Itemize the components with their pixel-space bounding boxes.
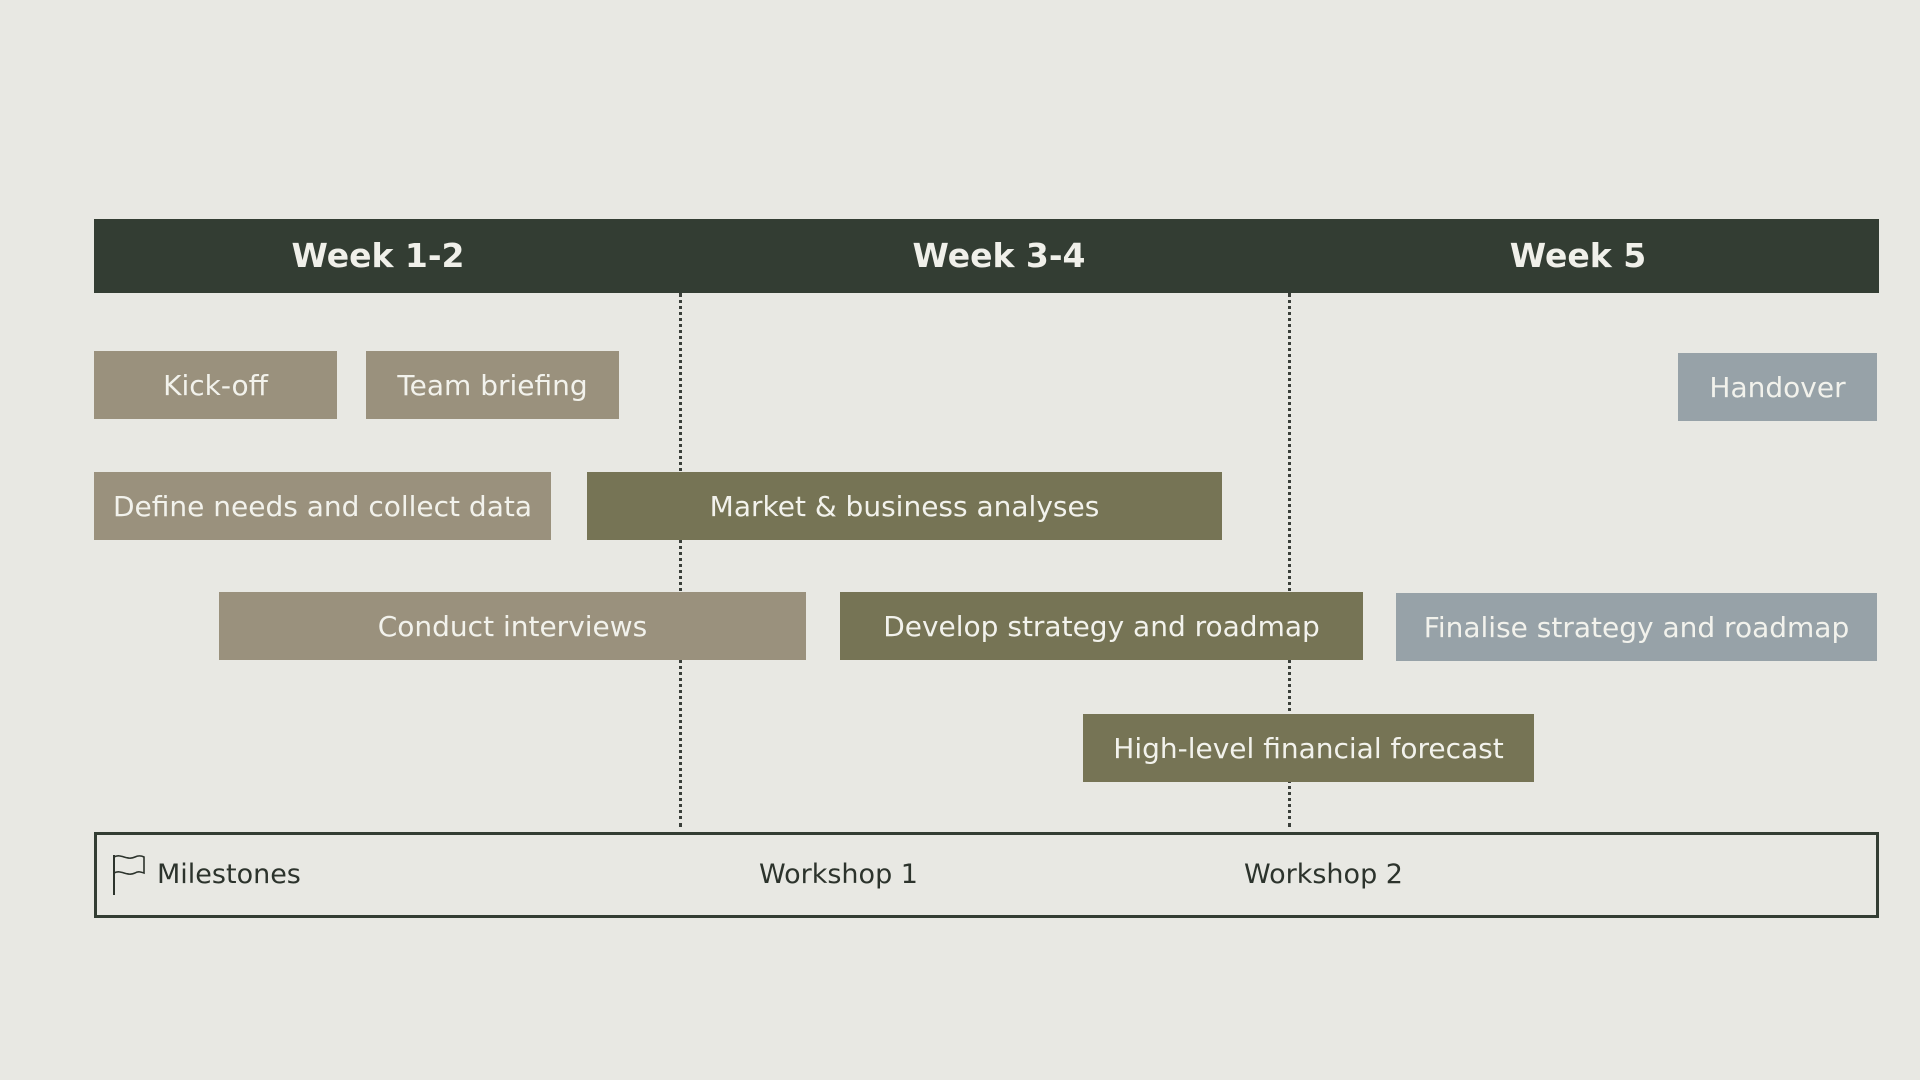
task-label: Conduct interviews: [377, 609, 648, 643]
flag-icon: [113, 855, 145, 895]
task-financial-forecast: High-level financial forecast: [1083, 714, 1534, 782]
milestones-bar: Milestones Workshop 1 Workshop 2: [94, 832, 1879, 918]
task-kickoff: Kick-off: [94, 351, 337, 419]
task-develop-strategy: Develop strategy and roadmap: [840, 592, 1363, 660]
week-divider-1: [679, 293, 682, 827]
task-market-analyses: Market & business analyses: [587, 472, 1222, 540]
task-team-briefing: Team briefing: [366, 351, 619, 419]
task-handover: Handover: [1678, 353, 1877, 421]
task-finalise-strategy: Finalise strategy and roadmap: [1396, 593, 1877, 661]
task-conduct-interviews: Conduct interviews: [219, 592, 806, 660]
week-divider-2: [1288, 293, 1291, 827]
milestone-workshop-2: Workshop 2: [1244, 859, 1403, 890]
milestone-workshop-1: Workshop 1: [759, 859, 918, 890]
week-label-5: Week 5: [1509, 236, 1647, 275]
task-label: Define needs and collect data: [113, 489, 532, 523]
task-label: Handover: [1709, 370, 1846, 404]
task-label: Kick-off: [163, 368, 268, 402]
week-label-1-2: Week 1-2: [291, 236, 465, 275]
timeline-header: Week 1-2 Week 3-4 Week 5: [94, 219, 1879, 293]
milestones-title: Milestones: [157, 859, 301, 890]
task-label: Market & business analyses: [709, 489, 1100, 523]
task-label: Team briefing: [397, 368, 588, 402]
week-label-3-4: Week 3-4: [912, 236, 1086, 275]
task-label: Finalise strategy and roadmap: [1423, 610, 1850, 644]
task-define-needs: Define needs and collect data: [94, 472, 551, 540]
task-label: Develop strategy and roadmap: [883, 609, 1320, 643]
task-label: High-level financial forecast: [1113, 731, 1504, 765]
